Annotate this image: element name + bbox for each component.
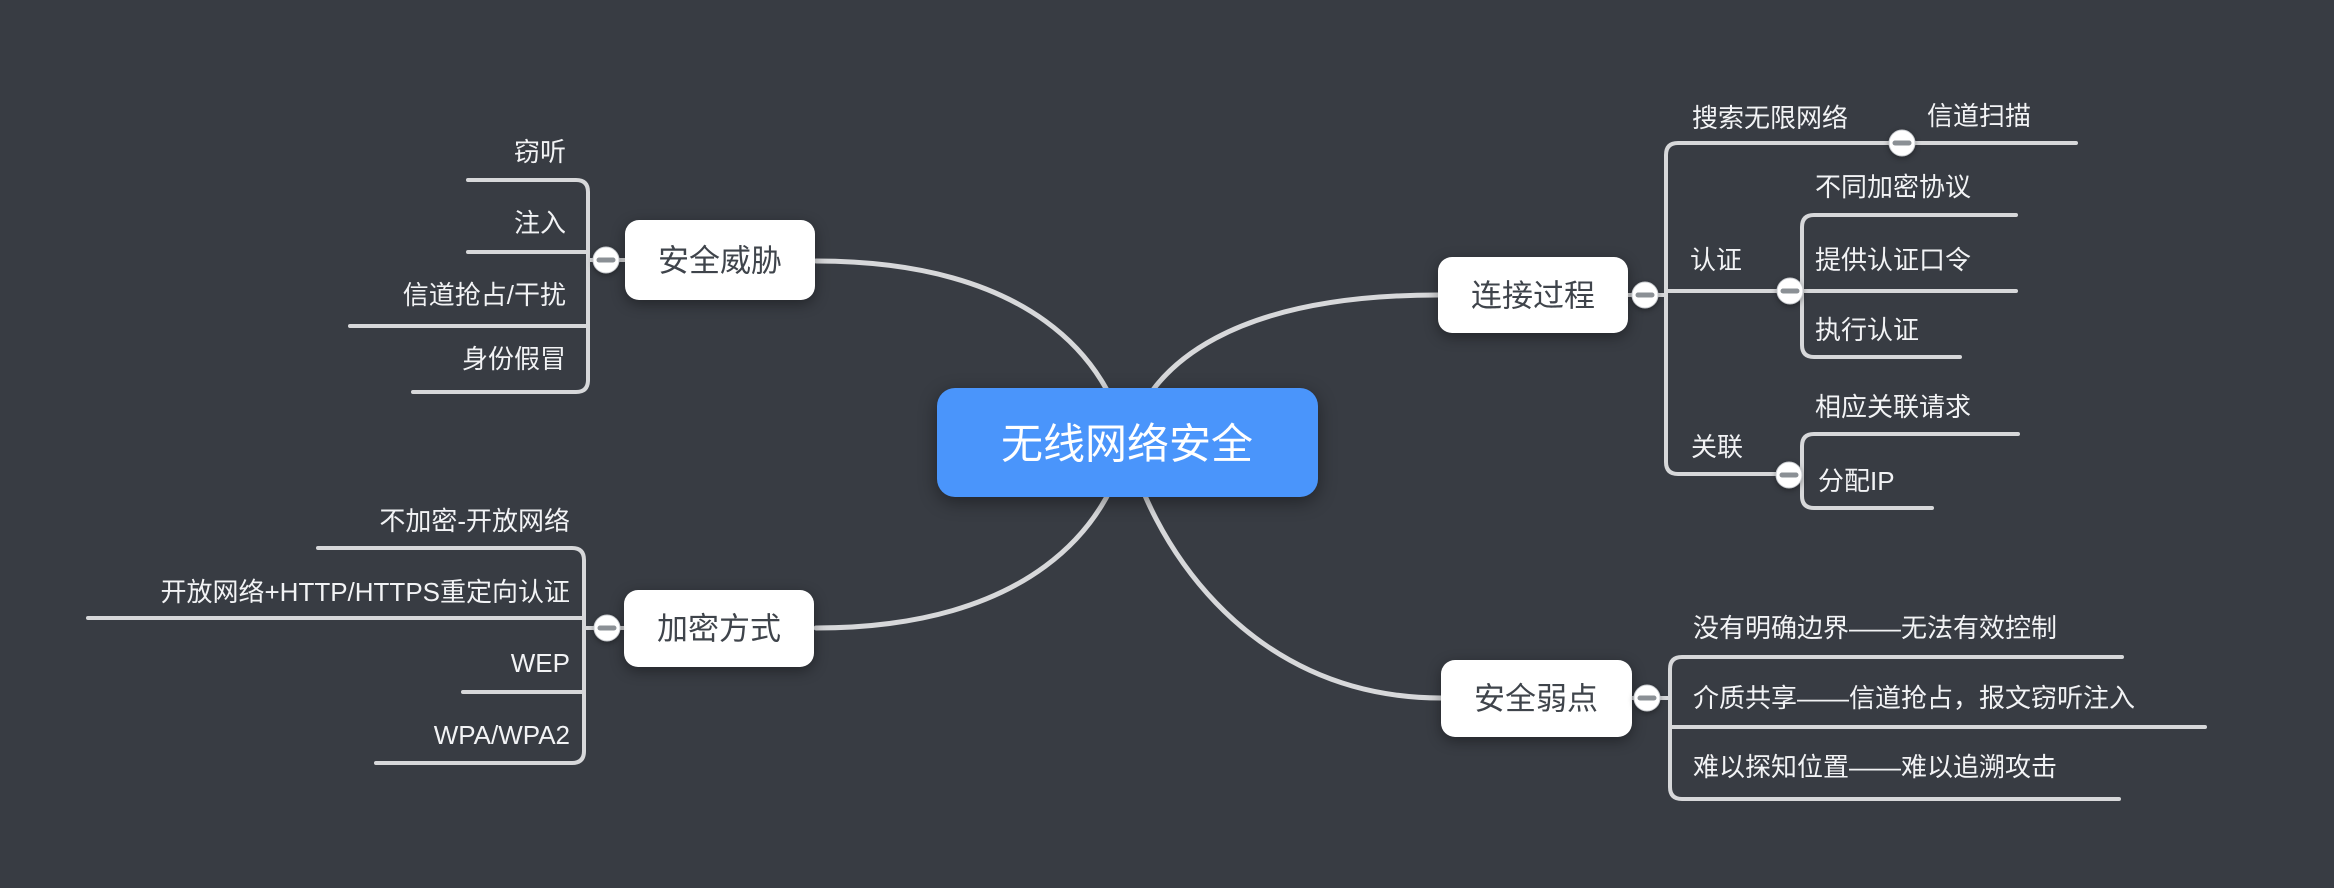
subtopic-different-encryption-protocols[interactable]: 不同加密协议 bbox=[1815, 172, 1971, 202]
subtopic-search-wireless-network[interactable]: 搜索无限网络 bbox=[1692, 103, 1848, 133]
subtopic-eavesdropping[interactable]: 窃听 bbox=[514, 137, 566, 167]
subtopic-medium-sharing[interactable]: 介质共享——信道抢占，报文窃听注入 bbox=[1693, 683, 2135, 713]
collapse-icon[interactable] bbox=[1631, 281, 1659, 309]
connector-process-spine bbox=[1664, 141, 2078, 476]
subtopic-authentication[interactable]: 认证 bbox=[1690, 245, 1742, 275]
topic-encryption-methods-label: 加密方式 bbox=[657, 612, 781, 647]
subtopic-wpa-wpa2[interactable]: WPA/WPA2 bbox=[434, 720, 570, 750]
subtopic-association[interactable]: 关联 bbox=[1691, 432, 1743, 462]
branch-encryption-methods: 加密方式 不加密-开放网络 开放网络+HTTP/HTTPS重定向认证 WEP W… bbox=[86, 506, 814, 765]
topic-security-threats[interactable] bbox=[625, 220, 815, 300]
subtopic-provide-auth-password[interactable]: 提供认证口令 bbox=[1815, 245, 1971, 275]
collapse-icon[interactable] bbox=[593, 614, 621, 642]
subtopic-no-encryption-open-network[interactable]: 不加密-开放网络 bbox=[379, 506, 570, 536]
topic-security-weaknesses[interactable] bbox=[1441, 660, 1632, 737]
branch-connection-process: 连接过程 搜索无限网络 信道扫描 认证 不同加密协议 提供认证口令 执行认证 关… bbox=[1438, 101, 2078, 510]
subtopic-wep[interactable]: WEP bbox=[511, 648, 570, 678]
subtopic-identity-spoofing[interactable]: 身份假冒 bbox=[462, 344, 566, 374]
collapse-icon[interactable] bbox=[592, 246, 620, 274]
subtopic-assign-ip[interactable]: 分配IP bbox=[1818, 466, 1895, 496]
connector-encryption-spine bbox=[316, 546, 586, 765]
topic-security-weaknesses-label: 安全弱点 bbox=[1474, 682, 1598, 717]
collapse-icon[interactable] bbox=[1633, 684, 1661, 712]
branch-security-weaknesses: 安全弱点 没有明确边界——无法有效控制 介质共享——信道抢占，报文窃听注入 难以… bbox=[1441, 613, 2207, 801]
collapse-icon[interactable] bbox=[1888, 129, 1916, 157]
subtopic-respond-association-request[interactable]: 相应关联请求 bbox=[1815, 392, 1971, 422]
root-topic-group: 无线网络安全 bbox=[937, 388, 1318, 497]
subtopic-hard-to-locate[interactable]: 难以探知位置——难以追溯攻击 bbox=[1693, 752, 2057, 782]
subtopic-no-clear-boundary[interactable]: 没有明确边界——无法有效控制 bbox=[1693, 613, 2057, 643]
collapse-icon[interactable] bbox=[1776, 277, 1804, 305]
connector-assoc-children-spine bbox=[1800, 432, 2020, 510]
subtopic-perform-auth[interactable]: 执行认证 bbox=[1815, 315, 1919, 345]
subtopic-channel-seize-interference[interactable]: 信道抢占/干扰 bbox=[403, 280, 566, 310]
root-topic-label: 无线网络安全 bbox=[1001, 421, 1253, 468]
root-topic[interactable] bbox=[937, 388, 1318, 497]
collapse-icon[interactable] bbox=[1775, 461, 1803, 489]
topic-security-threats-label: 安全威胁 bbox=[658, 244, 782, 279]
connector-threats-spine bbox=[411, 178, 590, 394]
subtopic-channel-scan[interactable]: 信道扫描 bbox=[1927, 101, 2031, 131]
topic-encryption-methods[interactable] bbox=[624, 590, 814, 667]
subtopic-open-network-http-redirect-auth[interactable]: 开放网络+HTTP/HTTPS重定向认证 bbox=[160, 577, 570, 607]
subtopic-injection[interactable]: 注入 bbox=[514, 208, 566, 238]
topic-connection-process[interactable] bbox=[1438, 257, 1628, 333]
branch-security-threats: 安全威胁 窃听 注入 信道抢占/干扰 身份假冒 bbox=[348, 137, 815, 394]
topic-connection-process-label: 连接过程 bbox=[1471, 279, 1595, 314]
